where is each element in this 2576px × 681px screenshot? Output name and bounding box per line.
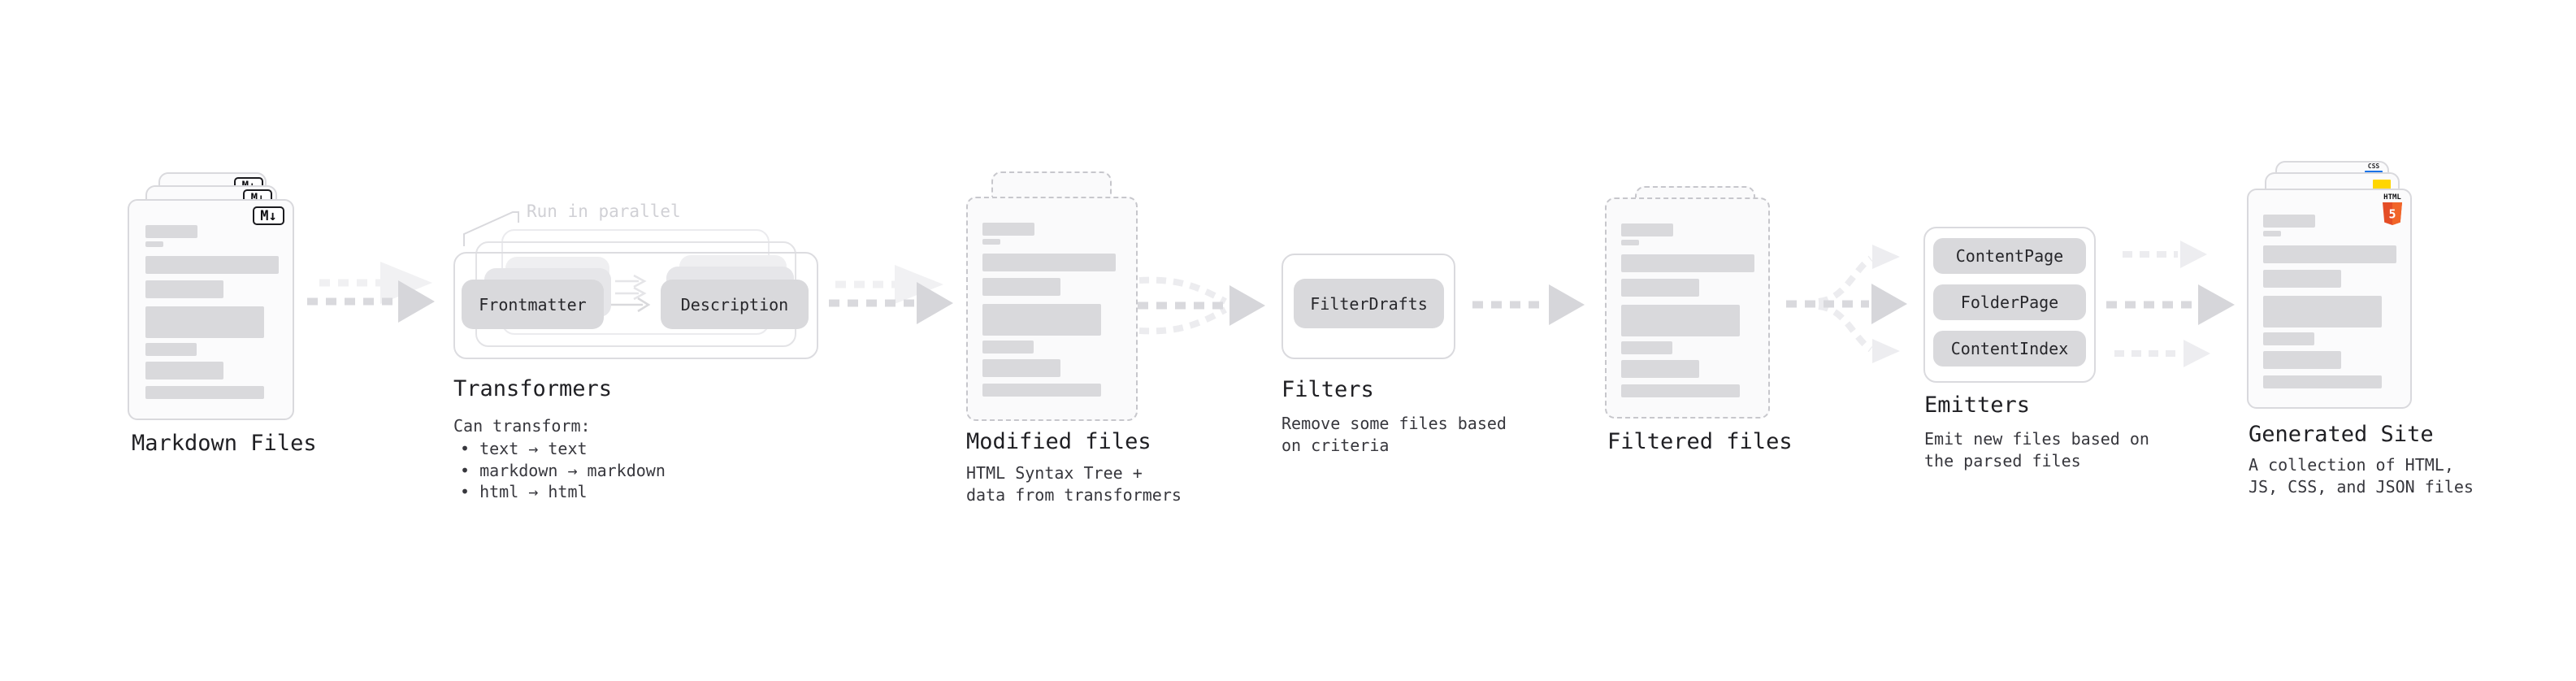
svg-text:5: 5: [2388, 207, 2396, 222]
frontmatter-pill: Frontmatter: [462, 280, 604, 329]
description-line: data from transformers: [966, 485, 1182, 505]
skeleton-bar: [2263, 296, 2382, 327]
document-text-skeleton: [145, 225, 284, 404]
description-line: on criteria: [1281, 436, 1390, 455]
markdown-files-label: Markdown Files: [132, 431, 317, 456]
filters-label: Filters: [1281, 377, 1374, 402]
description-line: Remove some files based: [1281, 414, 1507, 433]
skeleton-bar: [1621, 305, 1740, 336]
filterdrafts-pill: FilterDrafts: [1294, 279, 1444, 328]
arrow-modified-to-filters-merge: [1138, 276, 1265, 335]
skeleton-bar: [1621, 384, 1740, 397]
skeleton-bar: [145, 362, 223, 380]
html5-icon: HTML 5: [2381, 193, 2404, 225]
modified-files-description: HTML Syntax Tree + data from transformer…: [966, 462, 1182, 506]
contentindex-pill: ContentIndex: [1933, 331, 2086, 367]
skeleton-bar: [1621, 279, 1699, 297]
html5-icon-label: HTML: [2383, 193, 2401, 202]
arrow-transformers-to-modified: [829, 265, 953, 324]
skeleton-bar: [1621, 341, 1672, 354]
emitters-label: Emitters: [1924, 393, 2031, 418]
run-in-parallel-annotation: Run in parallel: [527, 202, 681, 221]
skeleton-bar: [982, 278, 1060, 296]
markdown-icon: M↓: [253, 206, 284, 225]
description-line: Emit new files based on: [1924, 429, 2149, 449]
skeleton-bar: [2263, 332, 2314, 345]
document-text-skeleton: [2263, 215, 2401, 393]
skeleton-bar: [982, 340, 1034, 354]
transformers-intro: Can transform:: [453, 416, 591, 436]
skeleton-bar: [145, 280, 223, 298]
transformer-frame-front: [453, 252, 818, 359]
skeleton-bar: [982, 359, 1060, 377]
skeleton-bar: [145, 386, 264, 399]
js-file-icon: [2373, 180, 2391, 189]
annotation-leader-line: [463, 211, 519, 246]
filtered-files-label: Filtered files: [1607, 429, 1793, 454]
document-text-skeleton: [982, 223, 1121, 401]
description-line: A collection of HTML,: [2249, 455, 2454, 475]
skeleton-bar: [1621, 254, 1754, 272]
modified-files-label: Modified files: [966, 429, 1151, 454]
description-line: HTML Syntax Tree +: [966, 463, 1143, 483]
skeleton-bar: [145, 343, 197, 356]
arrow-filters-to-filtered: [1472, 284, 1585, 325]
description-line: JS, CSS, and JSON files: [2249, 477, 2474, 497]
skeleton-bar: [145, 306, 264, 338]
description-pill: Description: [661, 280, 809, 329]
generated-site-label: Generated Site: [2249, 422, 2434, 447]
css-icon-label: CSS: [2367, 163, 2380, 170]
css-icon-underline: [2365, 171, 2383, 173]
skeleton-bar: [2263, 351, 2341, 369]
contentpage-pill: ContentPage: [1933, 238, 2086, 274]
document-text-skeleton: [1621, 223, 1759, 402]
arrow-markdown-to-transformers: [307, 262, 435, 323]
markdown-file-card-front: [128, 199, 294, 420]
css-file-icon: CSS: [2365, 163, 2383, 173]
skeleton-bar: [145, 256, 279, 274]
folderpage-pill: FolderPage: [1933, 284, 2086, 320]
skeleton-bar: [2263, 245, 2396, 263]
bullet-item: • markdown → markdown: [460, 460, 666, 480]
skeleton-bar: [982, 304, 1101, 336]
arrow-frontmatter-to-description: [610, 274, 651, 313]
description-line: the parsed files: [1924, 451, 2081, 471]
skeleton-bar: [145, 225, 197, 238]
filtered-file-card-front: [1605, 197, 1770, 419]
skeleton-bar: [982, 239, 1000, 245]
transformers-label: Transformers: [453, 376, 613, 401]
generated-site-description: A collection of HTML, JS, CSS, and JSON …: [2249, 454, 2474, 498]
skeleton-bar: [2263, 375, 2382, 388]
skeleton-bar: [982, 223, 1034, 236]
skeleton-bar: [982, 254, 1116, 271]
modified-file-card-front: [966, 197, 1138, 421]
skeleton-bar: [982, 384, 1101, 397]
emitters-description: Emit new files based on the parsed files: [1924, 428, 2149, 472]
skeleton-bar: [2263, 231, 2281, 236]
filters-description: Remove some files based on criteria: [1281, 413, 1507, 457]
skeleton-bar: [1621, 240, 1639, 245]
generated-file-card-front: [2247, 189, 2412, 409]
bullet-item: • html → html: [460, 482, 588, 501]
skeleton-bar: [145, 241, 163, 247]
bullet-item: • text → text: [460, 439, 588, 458]
skeleton-bar: [1621, 223, 1673, 236]
html5-shield: 5: [2383, 202, 2402, 225]
arrow-filtered-to-emitters-fanout: [1786, 245, 1907, 363]
arrow-emitters-to-generated: [2106, 241, 2235, 367]
skeleton-bar: [1621, 360, 1699, 378]
skeleton-bar: [2263, 215, 2315, 228]
skeleton-bar: [2263, 270, 2341, 288]
transformers-bullet-list: • text → text • markdown → markdown • ht…: [460, 438, 666, 503]
